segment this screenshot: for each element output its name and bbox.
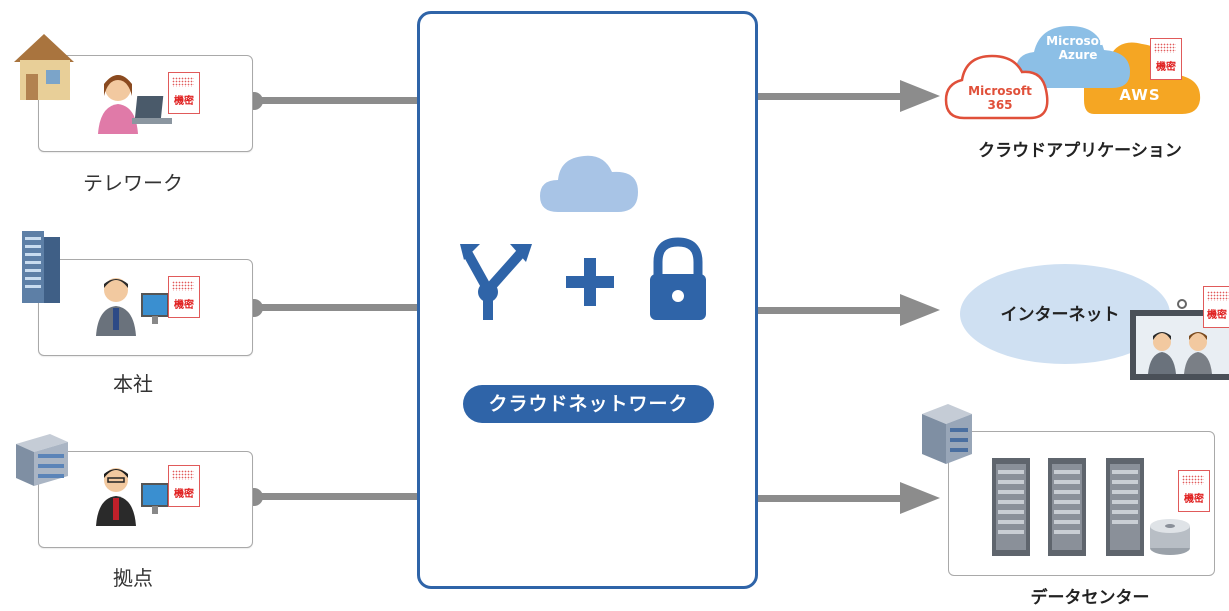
datacenter-building-icon [922,404,972,464]
cloud-icon [540,155,638,212]
branch-plus-lock-icons [460,237,706,320]
server-rack-3 [1106,458,1144,556]
businessman-pc-icon [96,278,169,336]
server-rack-2 [1048,458,1086,556]
businessman-pc-icon [96,468,169,526]
confidential-doc-icon: 機密 [1178,470,1210,512]
network-branch-icon [460,244,532,320]
cloud-network-label: クラウドネットワーク [463,385,714,423]
confidential-doc-icon: 機密 [1150,38,1182,80]
ms365-cloud [944,54,1049,120]
right-arrow-internet [758,294,940,326]
confidential-doc-icon: 機密 [168,465,200,507]
azure-label: Microsoft Azure [1046,34,1110,62]
right-arrow-cloud-apps [758,80,940,112]
aws-label: AWS [1119,86,1161,104]
right-arrow-datacenter [758,482,940,514]
datacenter-label: データセンター [1030,588,1150,608]
office-building-icon [22,231,60,303]
lock-icon [650,237,706,320]
azure-cloud [1016,26,1130,88]
server-rack-1 [992,458,1030,556]
plus-icon [566,258,614,306]
left-connector-telework [245,92,418,110]
cloud-apps-label: クラウドアプリケーション [978,141,1182,161]
branch-label: 拠点 [113,566,153,590]
server-racks-icon [992,458,1190,556]
confidential-doc-icon: 機密 [168,276,200,318]
disk-stack [1150,519,1190,555]
person-laptop-icon [98,75,172,134]
confidential-doc-icon: 機密 [168,72,200,114]
house-icon [14,34,74,100]
confidential-doc-icon: 機密 [1203,286,1229,328]
left-connector-headoffice [245,299,418,317]
headoffice-label: 本社 [113,372,153,396]
cloud-apps-illustration [944,26,1201,120]
branch-building-icon [16,434,68,486]
telework-label: テレワーク [83,171,183,195]
ms365-label: Microsoft 365 [968,84,1032,112]
left-connector-branch [245,488,418,506]
internet-label: インターネット [1000,305,1120,325]
